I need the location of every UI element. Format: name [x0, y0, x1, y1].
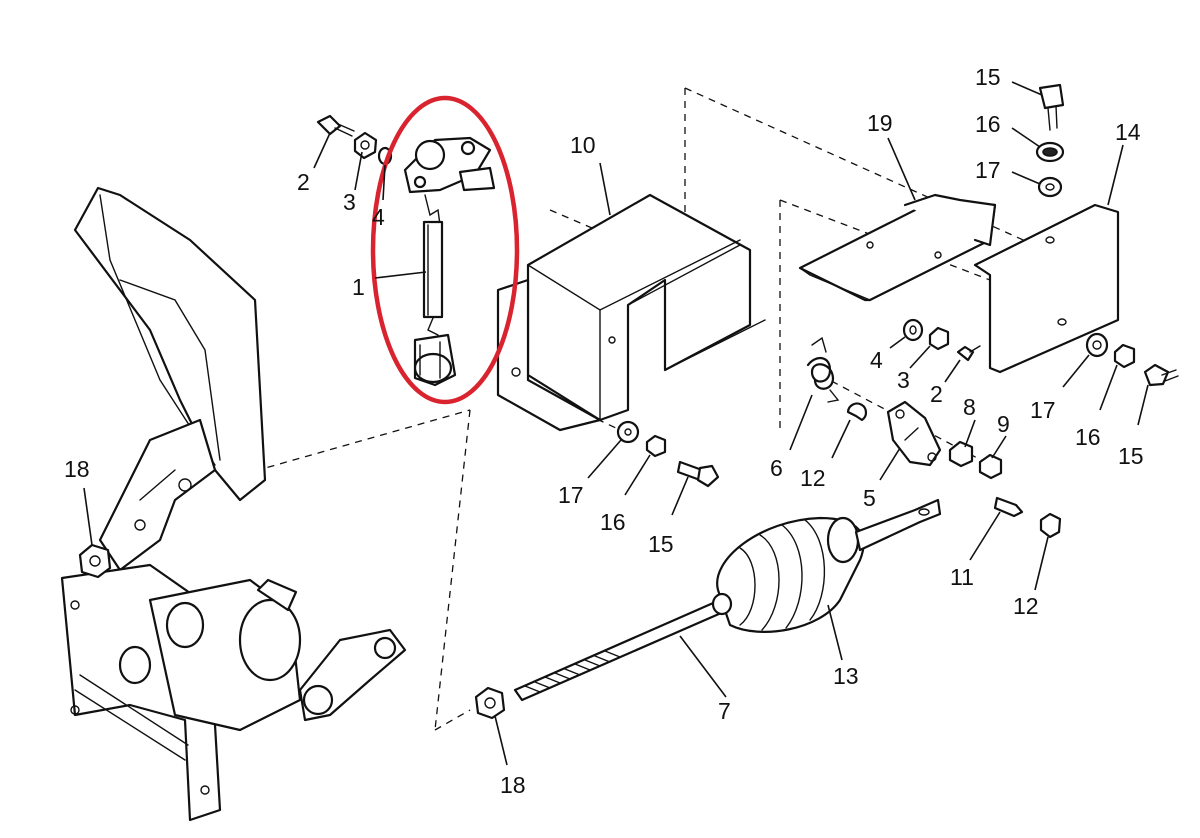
callout-14: 14: [1115, 119, 1141, 145]
washer-icon: [902, 318, 924, 342]
hex-bolt-icon: [1143, 363, 1179, 387]
callout-13: 13: [833, 663, 859, 689]
callout-12-low: 12: [1013, 593, 1039, 619]
rod-7: [513, 592, 733, 702]
washer-icon: [616, 420, 640, 444]
callout-2-upper: 2: [297, 169, 310, 195]
washer-icon: [846, 402, 868, 422]
hex-nut-icon: [78, 543, 112, 579]
hex-bolt-icon: [676, 460, 720, 488]
callout-19: 19: [867, 110, 893, 136]
hex-nut-icon: [474, 686, 506, 720]
callout-15-right: 15: [1118, 443, 1144, 469]
channel-19: [798, 193, 997, 302]
callout-6: 6: [770, 455, 783, 481]
hex-nut-icon: [978, 453, 1003, 480]
callout-16-low: 16: [600, 509, 626, 535]
callout-8: 8: [963, 394, 976, 420]
callout-4-mid: 4: [870, 347, 883, 373]
hex-bolt-icon: [956, 345, 981, 362]
leader-lines: [83, 81, 1149, 766]
callout-16-top: 16: [975, 111, 1001, 137]
callout-2-mid: 2: [930, 381, 943, 407]
callout-7: 7: [718, 698, 731, 724]
accelerator-pedal-assembly: [60, 186, 407, 822]
position-sensor-icon: [403, 136, 496, 387]
callout-9: 9: [997, 411, 1010, 437]
callout-3-mid: 3: [897, 367, 910, 393]
callout-15-low: 15: [648, 531, 674, 557]
hex-nut-icon: [1035, 141, 1065, 163]
callout-18-bottom: 18: [500, 772, 526, 798]
hex-nut-icon: [645, 434, 667, 458]
callout-3-upper: 3: [343, 189, 356, 215]
bracket-10: [496, 193, 766, 432]
callout-4-upper: 4: [372, 204, 385, 230]
hex-nut-icon: [1113, 343, 1136, 369]
hex-bolt-icon: [316, 114, 355, 137]
callout-18-left: 18: [64, 456, 90, 482]
washer-icon: [1037, 176, 1063, 198]
callout-12-mid: 12: [800, 465, 826, 491]
callout-5: 5: [863, 485, 876, 511]
callout-17-right: 17: [1030, 397, 1056, 423]
torsion-spring-icon: [806, 336, 840, 403]
highlight-circle: [370, 95, 520, 405]
callout-1: 1: [352, 274, 365, 300]
hex-bolt-icon: [1038, 83, 1065, 131]
callout-labels: 1 2 3 4 10 19 14 15 16 17 4 3 2 17 16 15…: [64, 64, 1144, 798]
callout-10: 10: [570, 132, 596, 158]
washer-icon: [1085, 332, 1109, 358]
bellows-boot-icon: [716, 498, 942, 633]
hex-nut-icon: [353, 131, 378, 160]
callout-16-right: 16: [1075, 424, 1101, 450]
hex-nut-icon: [1039, 512, 1062, 539]
callout-15-top: 15: [975, 64, 1001, 90]
plate-14: [973, 203, 1120, 374]
callout-17-top: 17: [975, 157, 1001, 183]
lever-5: [886, 400, 942, 467]
hex-nut-icon: [928, 326, 950, 351]
fasteners: [78, 83, 1179, 720]
callout-11: 11: [950, 564, 974, 590]
hex-bolt-icon: [993, 496, 1024, 518]
callout-17-low: 17: [558, 482, 584, 508]
hex-nut-icon: [948, 440, 974, 468]
